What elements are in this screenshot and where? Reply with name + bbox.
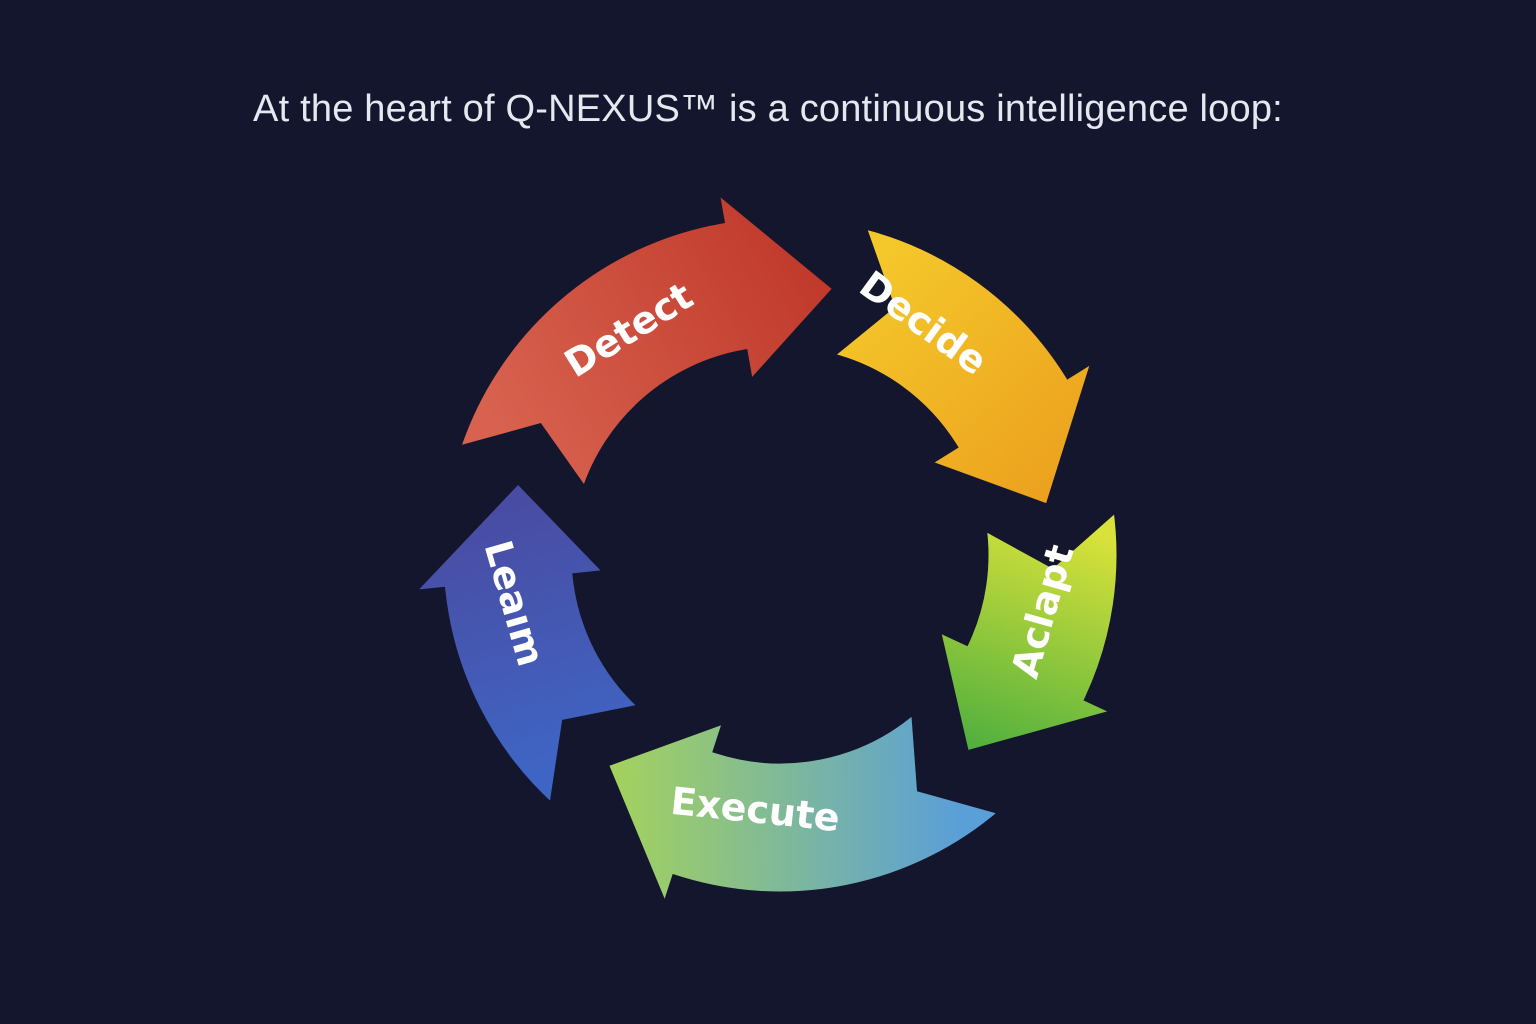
execute-arrow [600, 702, 1011, 919]
adapt-arrow [931, 500, 1128, 759]
decide-arrow [821, 220, 1102, 513]
loop-title: At the heart of Q-NEXUS™ is a continuous… [253, 88, 1283, 130]
detect-arrow [451, 179, 842, 500]
learn-arrow [400, 474, 651, 815]
